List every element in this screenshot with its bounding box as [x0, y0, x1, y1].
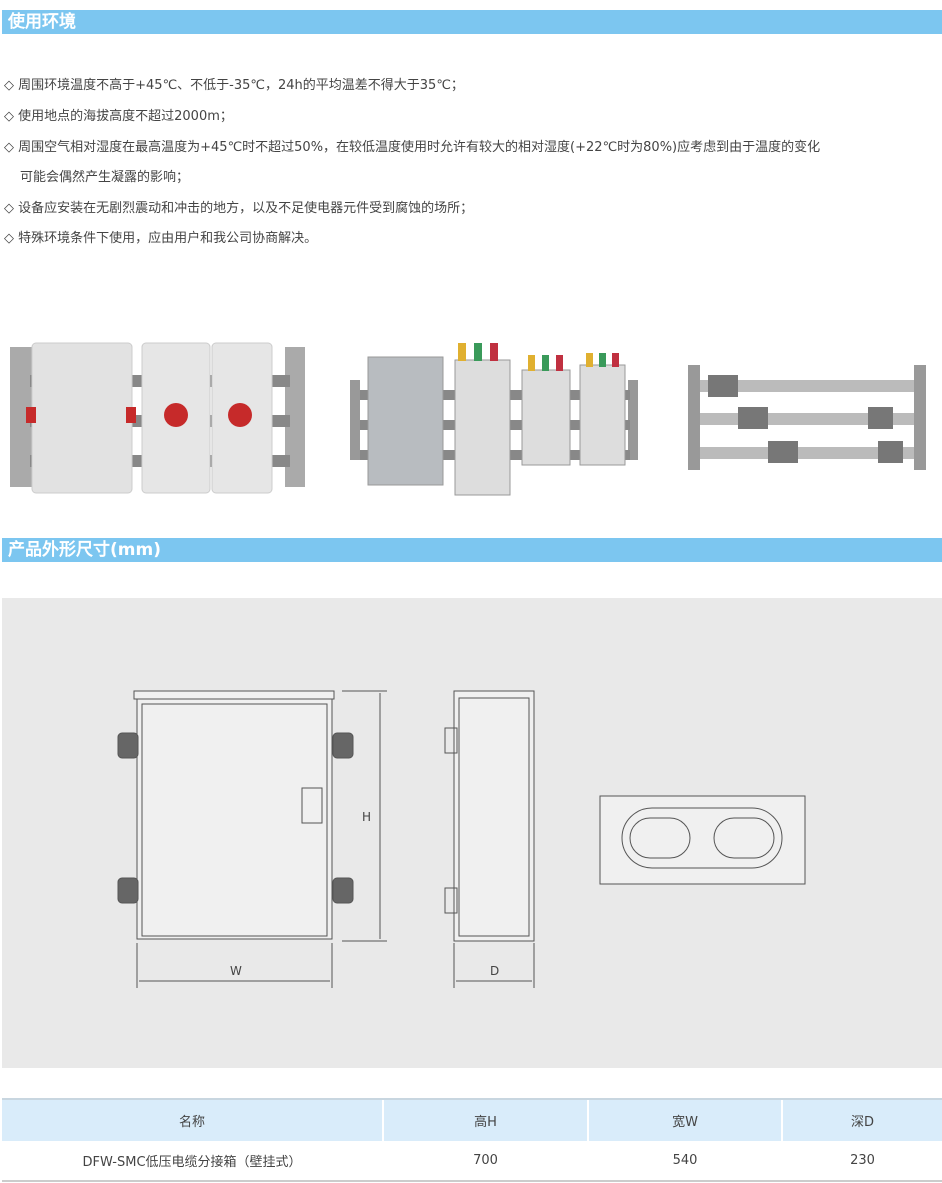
height-label: H: [362, 810, 372, 824]
depth-label: D: [490, 964, 500, 978]
dimension-drawing-svg: [117, 690, 806, 988]
table-header-row: 名称 高H 宽W 深D: [2, 1098, 942, 1141]
list-item: ◇ 周围环境温度不高于+45℃、不低于-35℃，24h的平均温差不得大于35℃；: [4, 78, 464, 93]
cell-depth: 230: [781, 1141, 942, 1182]
width-label: W: [230, 964, 242, 978]
section-title-dimensions: 产品外形尺寸(mm): [2, 538, 942, 562]
cell-width: 540: [587, 1141, 782, 1182]
product-photo-busbar: [688, 365, 926, 470]
header-name: 名称: [2, 1098, 383, 1141]
header-width: 宽W: [587, 1098, 782, 1141]
table-row: DFW-SMC低压电缆分接箱（壁挂式） 700 540 230: [2, 1141, 942, 1182]
dimension-table: 名称 高H 宽W 深D DFW-SMC低压电缆分接箱（壁挂式） 700 540 …: [2, 1098, 942, 1182]
list-item: ◇ 特殊环境条件下使用，应由用户和我公司协商解决。: [4, 231, 318, 246]
header-depth: 深D: [781, 1098, 942, 1141]
cell-name: DFW-SMC低压电缆分接箱（壁挂式）: [2, 1141, 383, 1182]
list-item: ◇ 设备应安装在无剧烈震动和冲击的地方，以及不足使电器元件受到腐蚀的场所；: [4, 201, 474, 216]
product-photo-enclosed: [10, 342, 305, 494]
section-title-environment: 使用环境: [2, 10, 942, 34]
list-item: 可能会偶然产生凝露的影响；: [20, 170, 190, 185]
list-item: ◇ 周围空气相对湿度在最高温度为+45℃时不超过50%，在较低温度使用时允许有较…: [4, 140, 821, 155]
list-item: ◇ 使用地点的海拔高度不超过2000m；: [4, 109, 233, 124]
product-photo-open: [350, 343, 638, 496]
header-height: 高H: [382, 1098, 588, 1141]
cell-height: 700: [382, 1141, 588, 1182]
dimension-drawing: H W D: [2, 598, 942, 1068]
